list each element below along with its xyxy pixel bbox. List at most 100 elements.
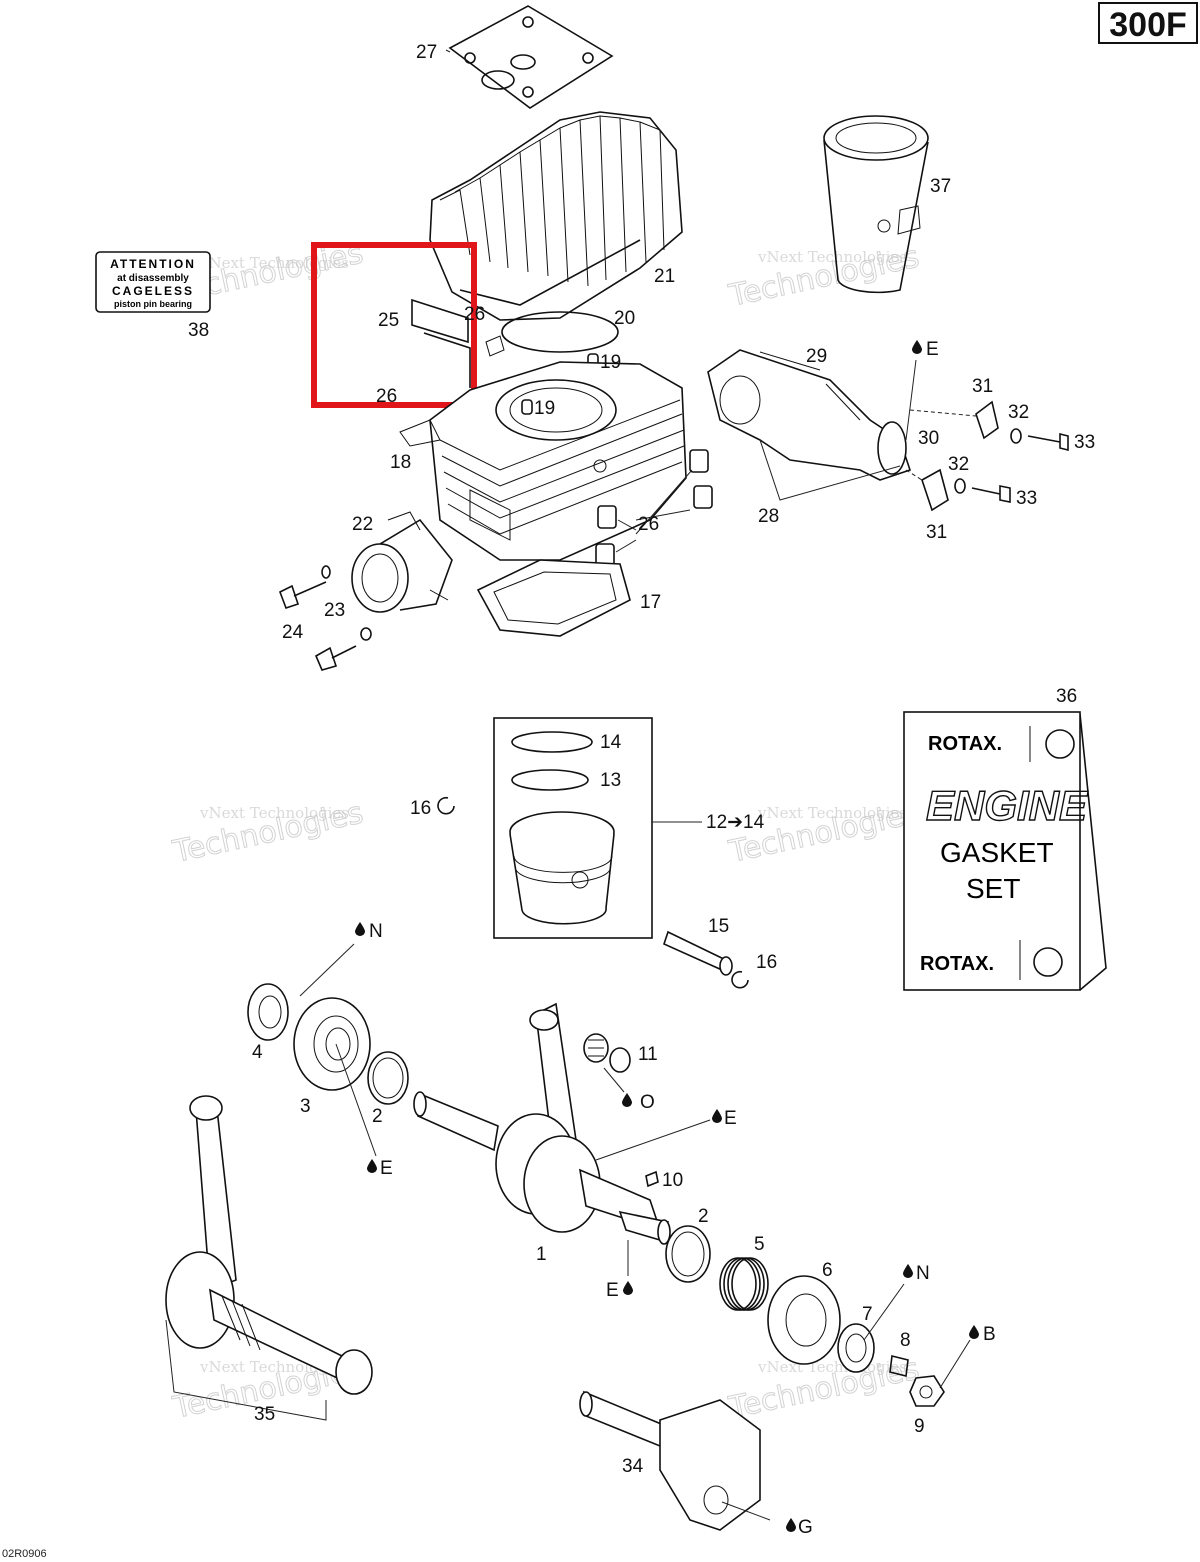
svg-text:N: N [916,1263,930,1284]
part-31-bracket-upper[interactable] [975,400,999,440]
svg-text:ATTENTION: ATTENTION [110,257,196,271]
svg-text:GASKET: GASKET [940,837,1054,868]
part-16-circlip-right[interactable] [731,970,749,989]
model-badge: 300F [1098,2,1198,44]
part-22-intake-flange[interactable] [351,511,453,613]
part-7-oil-seal[interactable] [837,1323,875,1373]
label-32-upper: 32 [1008,402,1029,423]
svg-text:vNext Technologies: vNext Technologies [757,804,907,822]
part-10-key[interactable] [645,1170,659,1188]
label-26-dampers: 26 [638,514,659,535]
svg-text:SET: SET [966,873,1020,904]
svg-text:N: N [369,921,383,942]
lubricant-o-needle: O [622,1092,655,1113]
part-18-cylinder[interactable] [399,361,687,561]
label-29: 29 [806,346,827,367]
part-15-piston-pin[interactable] [663,930,733,976]
label-19-lower: 19 [534,398,555,419]
label-17: 17 [640,592,661,613]
label-2-left: 2 [372,1106,383,1127]
label-22: 22 [352,514,373,535]
part-6-ball-bearing[interactable] [767,1275,841,1365]
part-14-piston-ring-top[interactable] [511,731,593,753]
part-3-ball-bearing[interactable] [293,997,371,1091]
label-14: 14 [600,732,622,753]
part-9-nut[interactable] [909,1375,945,1407]
label-33-upper: 33 [1074,432,1095,453]
part-26-rubber-dampers[interactable] [595,449,713,567]
part-2-ring-left[interactable] [367,1051,409,1105]
lubricant-n-right: N [903,1263,930,1284]
part-20-o-ring[interactable] [501,311,619,353]
label-30: 30 [918,428,939,449]
part-29-exhaust-manifold[interactable] [707,349,912,481]
label-11: 11 [638,1044,658,1065]
part-24-screw-upper[interactable] [278,581,327,610]
part-32-washer-lower[interactable] [954,478,966,494]
watermark-top-right: vNext Technologies Technologies [725,239,923,315]
part-5-spring[interactable] [719,1257,769,1311]
svg-text:at disassembly: at disassembly [117,273,189,284]
label-36: 36 [1056,686,1077,707]
highlight-box [311,242,477,408]
label-7: 7 [862,1304,873,1325]
part-23-washer-upper[interactable] [321,565,331,579]
part-24-screw-lower[interactable] [314,645,357,671]
label-19-upper: 19 [600,352,621,373]
part-31-bracket-lower[interactable] [921,468,949,512]
part-8-lock-washer[interactable] [889,1355,909,1377]
part-19-pin-lower[interactable] [521,399,533,415]
lubricant-g-crank-half: G [786,1517,813,1538]
part-35-connecting-rod-assembly[interactable] [165,1095,373,1421]
label-1: 1 [536,1244,547,1265]
part-38-attention-label[interactable]: ATTENTION at disassembly CAGELESS piston… [95,251,211,313]
part-34-crank-half[interactable] [579,1390,761,1531]
label-37: 37 [930,176,951,197]
label-31-upper: 31 [972,376,993,397]
part-4-oil-seal[interactable] [247,983,289,1041]
svg-text:piston pin bearing: piston pin bearing [114,299,192,309]
part-2-ring-right[interactable] [665,1225,711,1283]
label-10: 10 [662,1170,683,1191]
svg-text:vNext Technologies: vNext Technologies [757,248,907,266]
label-28: 28 [758,506,779,527]
part-13-piston-ring-second[interactable] [511,769,589,791]
lubricant-e-crank: E [712,1108,737,1129]
label-26-box: 26 [376,386,397,407]
part-17-base-gasket[interactable] [476,559,631,637]
part-25-stud[interactable] [411,298,471,388]
part-16-circlip-left[interactable] [437,796,455,815]
label-16-left: 16 [410,798,431,819]
part-11-ring[interactable] [609,1047,631,1073]
svg-text:CAGELESS: CAGELESS [112,284,194,298]
label-12-14: 12➔14 [706,812,765,833]
part-11-needle-bearing[interactable] [583,1033,609,1063]
part-21-cylinder-head[interactable] [429,111,683,321]
part-33-bolt-upper[interactable] [1027,432,1069,452]
label-20: 20 [614,308,635,329]
label-2-right: 2 [698,1206,709,1227]
part-33-bolt-lower[interactable] [971,485,1011,503]
part-27-head-gasket[interactable] [448,5,614,109]
lubricant-b-nut: B [969,1324,996,1345]
label-6: 6 [822,1260,833,1281]
svg-text:G: G [798,1517,813,1538]
label-13: 13 [600,770,621,791]
label-18: 18 [390,452,411,473]
part-32-washer-upper[interactable] [1010,428,1022,444]
label-21: 21 [654,266,675,287]
part-36-gasket-set[interactable]: ROTAX. ENGINE GASKET SET ROTAX. [903,711,1107,991]
watermark-mid-left: vNext Technologies Technologies [169,795,367,871]
svg-text:E: E [724,1108,737,1129]
part-23-washer-lower[interactable] [360,627,372,641]
label-8: 8 [900,1330,911,1351]
label-9: 9 [914,1416,925,1437]
leader-lines [299,49,971,1521]
part-37-cylinder-sleeve[interactable] [823,115,929,294]
part-1-crankshaft[interactable] [413,1002,671,1245]
part-12-piston[interactable] [509,811,615,925]
label-38: 38 [188,320,209,341]
part-26-dowel[interactable] [485,335,505,357]
svg-text:E: E [380,1158,393,1179]
